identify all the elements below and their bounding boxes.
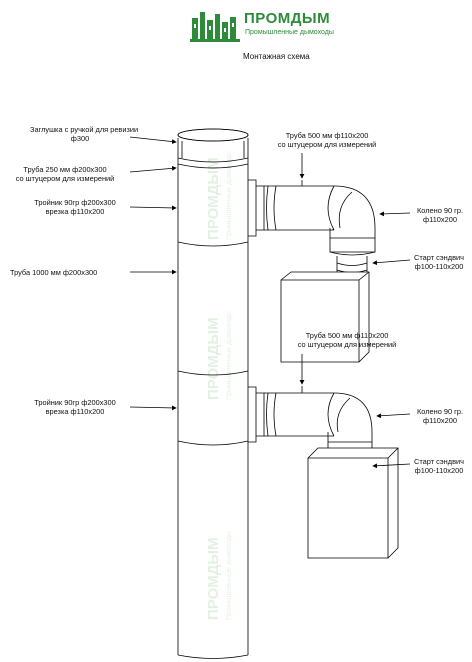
label-cap: Заглушка с ручкой для ревизии ф300	[30, 125, 139, 143]
label-start-top: Старт сэндвич ф100-110х200	[406, 253, 472, 271]
label-line: врезка ф110х200	[45, 207, 105, 216]
label-branch-pipe-bottom: Труба 500 мм ф110х200 со штуцером для из…	[282, 331, 412, 349]
label-line: ф110х200	[423, 416, 457, 425]
appliance-box-top	[280, 271, 370, 363]
label-line: Труба 1000 мм ф200х300	[10, 268, 98, 277]
label-elbow-bottom: Колено 90 гр. ф110х200	[408, 407, 472, 425]
label-line: Старт сэндвич	[414, 457, 464, 466]
label-line: Тройник 90гр ф200х300	[34, 398, 116, 407]
main-pipe	[177, 128, 249, 659]
diagram-title: Монтажная схема	[243, 52, 310, 61]
appliance-box-bottom	[307, 447, 399, 559]
label-line: Колено 90 гр.	[416, 407, 464, 416]
label-line: Старт сэндвич	[414, 253, 464, 262]
label-branch-pipe-top: Труба 500 мм ф110х200 со штуцером для из…	[262, 131, 392, 149]
logo-icon	[190, 12, 240, 42]
label-line: ф300	[70, 134, 90, 143]
label-line: Труба 500 мм ф110х200	[305, 331, 389, 340]
label-line: ф110х200	[423, 215, 457, 224]
label-line: Тройник 90гр ф200х300	[34, 198, 116, 207]
label-pipe-250: Труба 250 мм ф200х300 со штуцером для из…	[0, 165, 130, 183]
label-line: со штуцером для измерений	[297, 340, 397, 349]
label-line: Заглушка с ручкой для ревизии	[30, 125, 139, 134]
label-line: со штуцером для измерений	[277, 140, 377, 149]
label-elbow-top: Колено 90 гр. ф110х200	[408, 206, 472, 224]
label-tee-bottom: Тройник 90гр ф200х300 врезка ф110х200	[20, 398, 130, 416]
brand-name: ПРОМДЫМ	[244, 10, 331, 27]
leader-arrows	[129, 136, 411, 469]
label-line: Труба 500 мм ф110х200	[285, 131, 369, 140]
label-start-bottom: Старт сэндвич ф100-110х200	[406, 457, 472, 475]
branch-top	[248, 179, 376, 287]
label-tee-top: Тройник 90гр ф200х300 врезка ф110х200	[20, 198, 130, 216]
label-line: врезка ф110х200	[45, 407, 105, 416]
label-line: со штуцером для измерений	[15, 174, 115, 183]
label-line: Колено 90 гр.	[416, 206, 464, 215]
label-line: ф100-110х200	[414, 466, 464, 475]
label-line: ф100-110х200	[414, 262, 464, 271]
brand-tagline: Промышленные дымоходы	[245, 29, 334, 36]
label-line: Труба 250 мм ф200х300	[23, 165, 107, 174]
label-pipe-1000: Труба 1000 мм ф200х300	[10, 268, 97, 277]
